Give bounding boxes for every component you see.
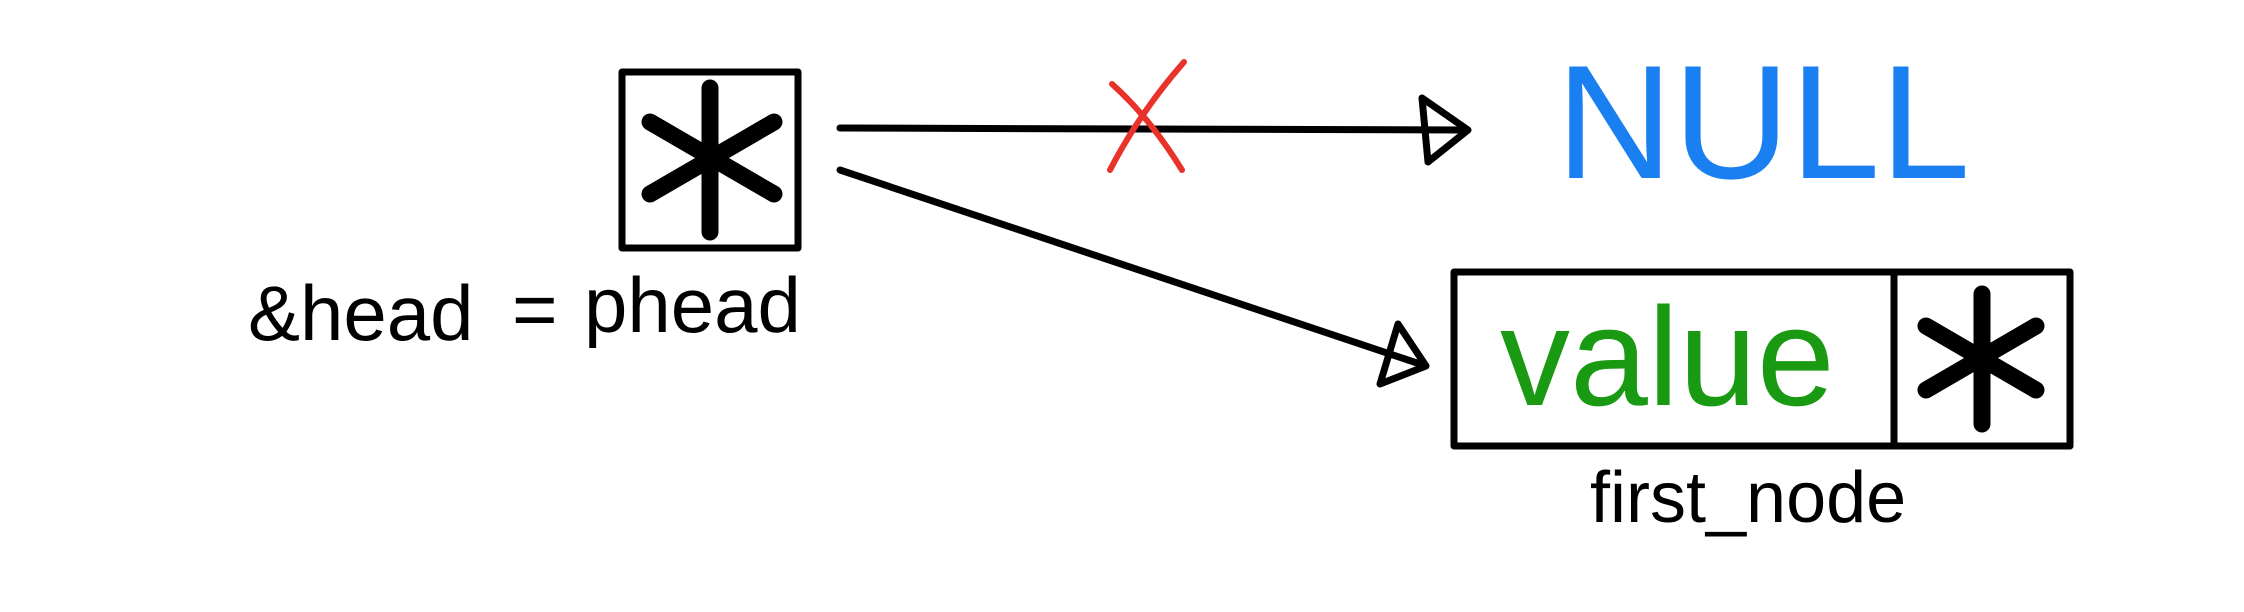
first-node: value: [1450, 268, 2074, 450]
null-arrowhead: [1418, 94, 1472, 166]
cross-mark-icon: [1107, 59, 1187, 173]
first-node-arrowhead: [1376, 320, 1430, 388]
pointer-cell: [618, 68, 802, 252]
first-node-arrow: [836, 166, 1430, 388]
first-node-value: value: [1500, 278, 1835, 435]
asterisk-icon: [641, 79, 783, 241]
null-label: NULL: [1556, 32, 1970, 213]
pointer-cell-box: [618, 68, 802, 252]
pointer-label-right: phead: [584, 261, 801, 349]
first-node-caption: first_node: [1590, 458, 1906, 538]
pointer-label-equals: =: [512, 265, 558, 353]
asterisk-icon: [1917, 285, 2045, 433]
first-node-box: [1450, 268, 2074, 450]
pointer-label-left: &head: [248, 269, 474, 357]
